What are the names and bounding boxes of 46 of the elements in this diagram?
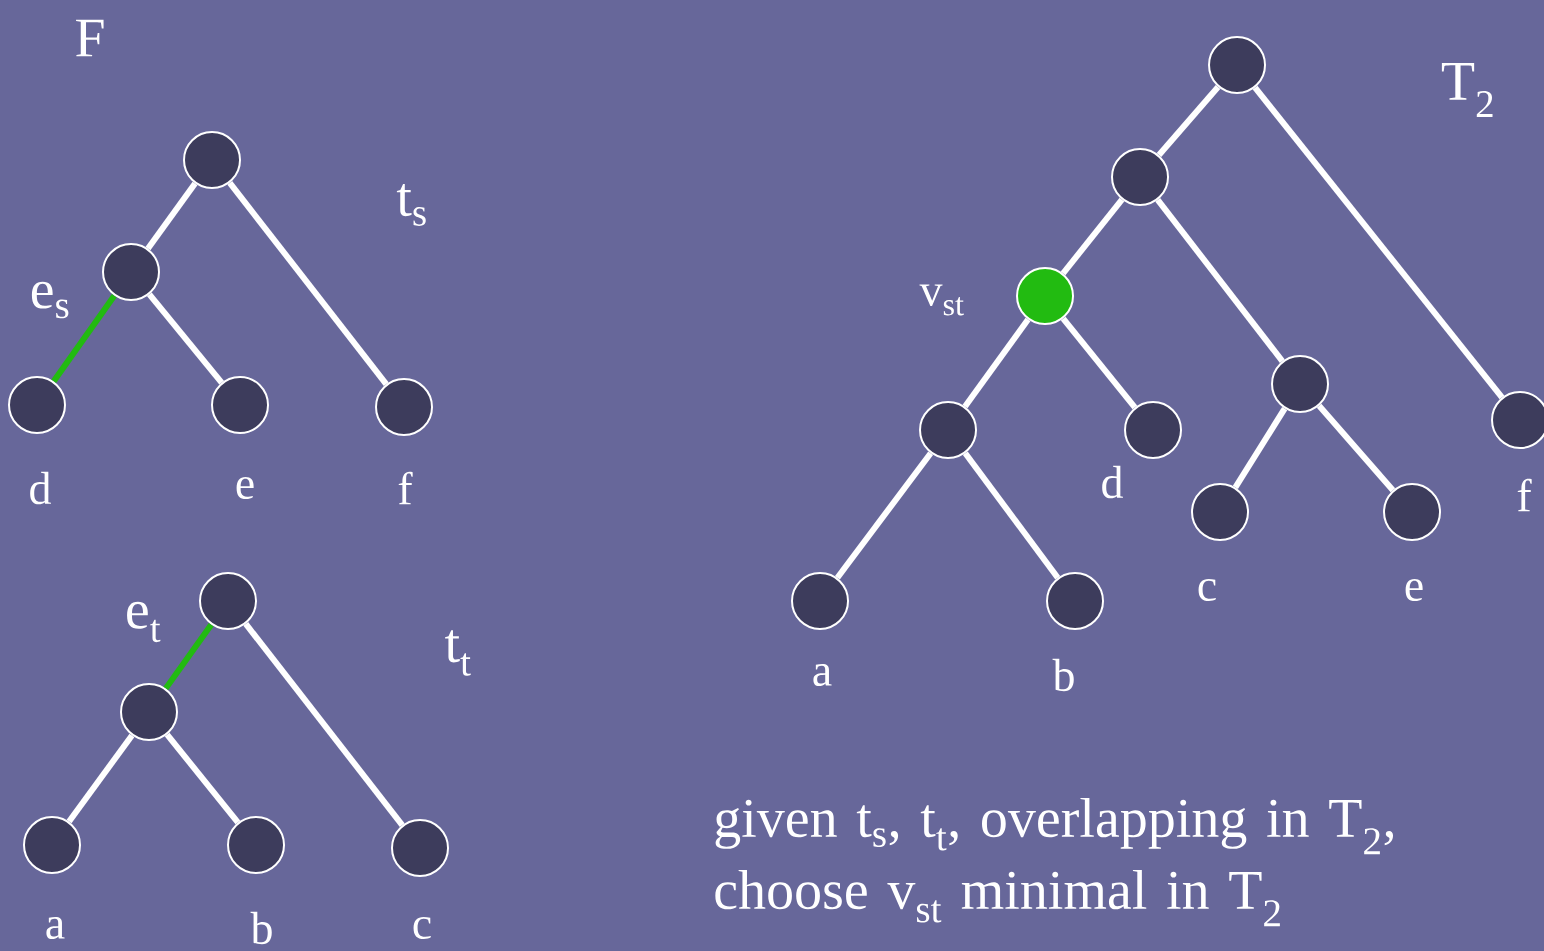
tree-edge xyxy=(164,732,241,825)
tree-edge xyxy=(1156,84,1221,158)
tree-label: t$_{t}$ xyxy=(445,630,471,676)
tree-edge xyxy=(1060,316,1138,410)
tree-node xyxy=(1208,36,1266,94)
leaf-label: v$_{st}$ xyxy=(919,284,964,316)
tree-edge xyxy=(145,181,198,251)
tree-edge xyxy=(163,622,214,691)
tree-node xyxy=(120,683,178,741)
leaf-label: e xyxy=(1405,578,1423,602)
leaf-label: e xyxy=(236,476,254,500)
tree-edge xyxy=(1252,85,1505,400)
leaf-label: d xyxy=(1102,465,1123,499)
tree-edge xyxy=(227,181,389,386)
tree-edge xyxy=(51,293,117,384)
leaf-label: c xyxy=(1198,578,1216,602)
tree-edge xyxy=(1232,407,1288,489)
tree-label: F xyxy=(76,19,104,57)
tree-edge xyxy=(1316,403,1396,493)
tree-edge xyxy=(147,292,224,385)
leaf-label: a xyxy=(46,917,65,940)
caption-text: given t$_{s}$, t$_{t}$, overlapping in T$_{2}$, choose v$_{st}$ minimal in T$_{2}$ xyxy=(715,797,1394,927)
tree-label: T$_{2}$ xyxy=(1441,63,1493,118)
leaf-label: c xyxy=(413,916,431,940)
tree-edge xyxy=(835,451,934,580)
edge-label: e$_{t}$ xyxy=(127,601,161,643)
tree-edge xyxy=(1060,197,1125,276)
tree-node xyxy=(102,243,160,301)
leaf-label: b xyxy=(1052,658,1074,692)
leaf-label: b xyxy=(250,911,272,945)
tree-node xyxy=(199,572,257,630)
leaf-label: f xyxy=(398,471,413,505)
leaf-label: d xyxy=(30,471,51,505)
tree-node xyxy=(919,401,977,459)
leaf-label: f xyxy=(1517,478,1532,512)
leaf-label: a xyxy=(813,664,832,687)
tree-node xyxy=(1111,148,1169,206)
tree-edge xyxy=(962,317,1031,409)
tree-node xyxy=(183,131,241,189)
tree-edge xyxy=(1155,198,1285,363)
tree-node xyxy=(1271,355,1329,413)
tree-edge xyxy=(66,733,135,824)
edge-label: e$_{s}$ xyxy=(31,281,69,319)
tree-edge xyxy=(243,622,405,827)
tree-edge xyxy=(962,451,1061,580)
tree-label: t$_{s}$ xyxy=(396,184,426,226)
